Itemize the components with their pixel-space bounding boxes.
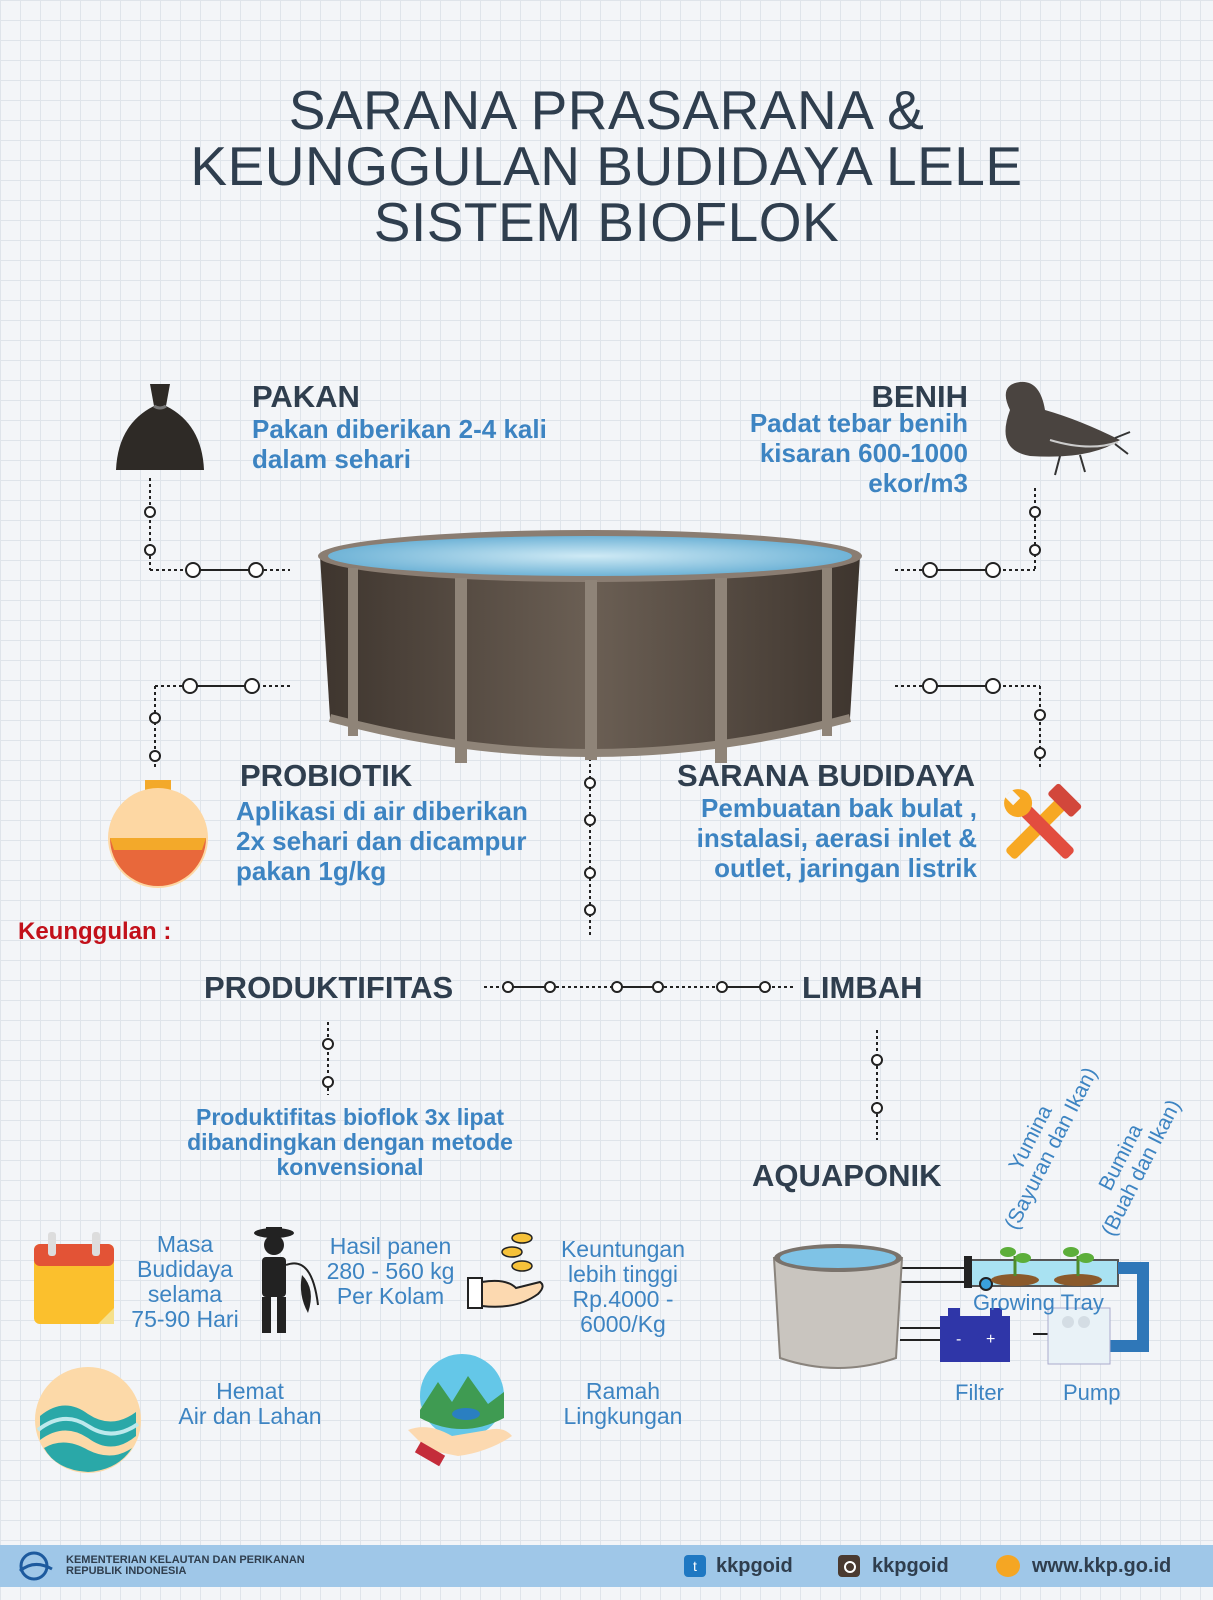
ministry-line-1: KEMENTERIAN KELAUTAN DAN PERIKANAN (66, 1554, 305, 1566)
benih-heading: BENIH (871, 379, 968, 414)
twitter-handle[interactable]: kkpgoid (716, 1555, 793, 1577)
fisherman-icon (254, 1227, 319, 1333)
masa-line-1: Masa (156, 1231, 214, 1257)
pakan-line-2: dalam sehari (252, 444, 411, 474)
hasil-line-1: Hasil panen (329, 1233, 452, 1259)
untung-text: Keuntungan lebih tinggi Rp.4000 - 6000/K… (548, 1237, 698, 1337)
title-line-3: SISTEM BIOFLOK (373, 191, 840, 253)
probiotik-text: Aplikasi di air diberikan 2x sehari dan … (236, 796, 596, 886)
aquaponik-heading: AQUAPONIK (752, 1158, 942, 1193)
svg-text:+: + (986, 1331, 995, 1348)
pakan-heading: PAKAN (252, 379, 360, 414)
svg-text:-: - (956, 1331, 961, 1348)
catfish-icon (1005, 381, 1131, 476)
bioflok-pool-illustration (318, 530, 862, 763)
instagram-handle[interactable]: kkpgoid (872, 1555, 949, 1577)
ramah-line-2: Lingkungan (563, 1403, 683, 1429)
probiotik-heading: PROBIOTIK (240, 758, 413, 793)
ramah-line-1: Ramah (585, 1378, 661, 1404)
plant-1 (991, 1247, 1039, 1286)
globe-icon[interactable] (996, 1555, 1020, 1577)
hasil-text: Hasil panen 280 - 560 kg Per Kolam (318, 1234, 463, 1309)
produktifitas-line-1: Produktifitas bioflok 3x lipat (196, 1104, 504, 1130)
limbah-heading: LIMBAH (802, 970, 923, 1005)
benih-line-3: ekor/m3 (868, 468, 968, 498)
footer-bar: KEMENTERIAN KELAUTAN DAN PERIKANAN REPUB… (0, 1545, 1213, 1587)
probiotik-line-1: Aplikasi di air diberikan (236, 796, 528, 826)
hemat-line-1: Hemat (216, 1378, 284, 1404)
ministry-name: KEMENTERIAN KELAUTAN DAN PERIKANAN REPUB… (66, 1555, 305, 1577)
aquaponik-diagram: - + (772, 1244, 1149, 1369)
page-title: SARANA PRASARANA & KEUNGGULAN BUDIDAYA L… (0, 82, 1213, 250)
water-icon (35, 1367, 141, 1473)
masa-line-3: selama (147, 1281, 223, 1307)
masa-line-2: Budidaya (137, 1256, 233, 1282)
benih-line-2: kisaran 600-1000 (759, 438, 968, 468)
tools-icon (1004, 783, 1082, 859)
masa-text: Masa Budidaya selama 75-90 Hari (125, 1232, 245, 1332)
twitter-icon[interactable]: t (684, 1555, 706, 1577)
benih-text: Padat tebar benih kisaran 600-1000 ekor/… (660, 408, 968, 498)
filter-label: Filter (955, 1380, 1004, 1405)
money-hand-icon (467, 1232, 544, 1309)
ministry-line-2: REPUBLIK INDONESIA (66, 1565, 187, 1577)
probiotik-line-2: 2x sehari dan dicampur (236, 826, 527, 856)
hasil-line-3: Per Kolam (336, 1283, 445, 1309)
sarana-heading: SARANA BUDIDAYA (677, 758, 975, 793)
masa-line-4: 75-90 Hari (131, 1306, 239, 1332)
untung-line-1: Keuntungan (560, 1236, 686, 1262)
produktifitas-text: Produktifitas bioflok 3x lipat dibanding… (160, 1105, 540, 1180)
pakan-text: Pakan diberikan 2-4 kali dalam sehari (252, 414, 612, 474)
produktifitas-line-3: konvensional (276, 1154, 424, 1180)
website-link[interactable]: www.kkp.go.id (1032, 1555, 1172, 1577)
instagram-icon[interactable] (838, 1555, 860, 1577)
title-line-2: KEUNGGULAN BUDIDAYA LELE (190, 135, 1023, 197)
eco-hand-icon (408, 1354, 512, 1467)
hemat-text: Hemat Air dan Lahan (165, 1379, 335, 1429)
benih-line-1: Padat tebar benih (749, 408, 968, 438)
untung-line-2: lebih tinggi (568, 1261, 678, 1287)
growing-tray-label: Growing Tray (973, 1290, 1104, 1315)
ramah-text: Ramah Lingkungan (548, 1379, 698, 1429)
pakan-line-1: Pakan diberikan 2-4 kali (252, 414, 547, 444)
produktifitas-line-2: dibandingkan dengan metode (187, 1129, 513, 1155)
produktifitas-heading: PRODUKTIFITAS (204, 970, 454, 1005)
keunggulan-label: Keunggulan : (18, 918, 172, 945)
kkp-logo-icon (19, 1551, 53, 1581)
sarana-line-3: outlet, jaringan listrik (714, 853, 977, 883)
untung-line-3: Rp.4000 - (572, 1286, 674, 1312)
sarana-text: Pembuatan bak bulat , instalasi, aerasi … (620, 793, 977, 883)
plant-2 (1054, 1247, 1102, 1286)
hasil-line-2: 280 - 560 kg (326, 1258, 455, 1284)
sarana-line-2: instalasi, aerasi inlet & (696, 823, 977, 853)
flask-icon (108, 780, 208, 888)
sarana-line-1: Pembuatan bak bulat , (701, 793, 977, 823)
feed-bag-icon (116, 384, 204, 470)
pump-label: Pump (1063, 1380, 1121, 1405)
calendar-icon (34, 1232, 114, 1324)
hemat-line-2: Air dan Lahan (178, 1403, 322, 1429)
untung-line-4: 6000/Kg (580, 1311, 666, 1337)
probiotik-line-3: pakan 1g/kg (236, 856, 387, 886)
title-line-1: SARANA PRASARANA & (288, 79, 925, 141)
